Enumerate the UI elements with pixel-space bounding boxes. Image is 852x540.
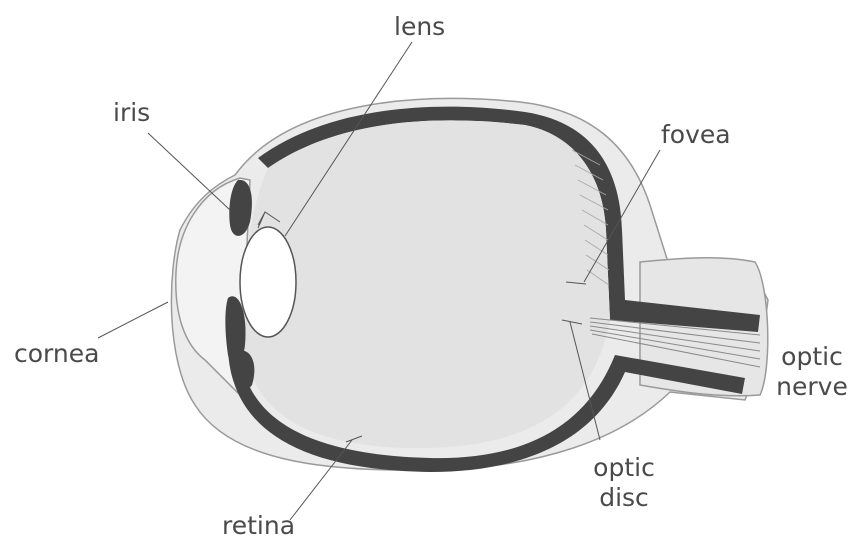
optic-disc-label-line1: optic — [584, 455, 664, 480]
lens-shape — [240, 227, 296, 337]
optic-nerve-label-line1: optic — [772, 344, 852, 369]
optic-disc-label-line2: disc — [584, 485, 664, 510]
optic-nerve-label: optic nerve — [772, 344, 852, 399]
iris-label: iris — [113, 100, 150, 125]
iris-leader — [148, 133, 230, 210]
cornea-leader — [98, 302, 168, 338]
lens-label: lens — [394, 14, 445, 39]
fovea-label: fovea — [661, 122, 731, 147]
vitreous-interior — [243, 120, 610, 448]
optic-disc-label: optic disc — [584, 455, 664, 510]
cornea-label: cornea — [14, 341, 99, 366]
retina-label: retina — [222, 513, 295, 538]
optic-nerve-label-line2: nerve — [772, 374, 852, 399]
